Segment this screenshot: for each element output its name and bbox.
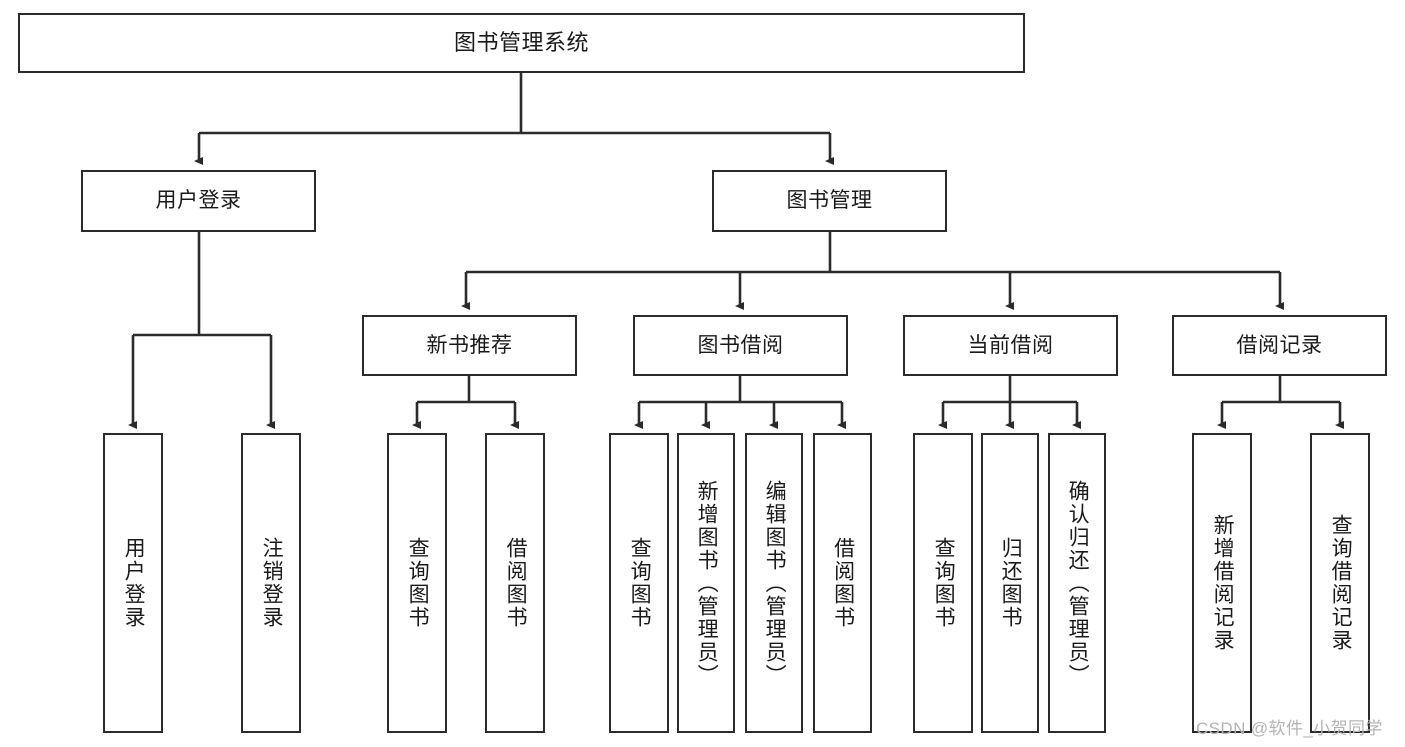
node-label: 新书推荐 bbox=[426, 333, 513, 357]
leaf-current-borrow-query[interactable]: 查询图书 bbox=[913, 433, 973, 733]
node-borrow-record[interactable]: 借阅记录 bbox=[1172, 315, 1387, 376]
node-label: 查询图书 bbox=[628, 537, 652, 629]
node-user-login[interactable]: 用户登录 bbox=[81, 170, 316, 232]
node-label: 确认归还（管理员） bbox=[1066, 479, 1090, 687]
node-label: 新增借阅记录 bbox=[1211, 514, 1235, 652]
node-label: 当前借阅 bbox=[967, 333, 1054, 357]
leaf-new-book-borrow[interactable]: 借阅图书 bbox=[485, 433, 545, 733]
leaf-borrow-record-query[interactable]: 查询借阅记录 bbox=[1310, 433, 1370, 733]
leaf-current-borrow-confirm-return[interactable]: 确认归还（管理员） bbox=[1048, 433, 1106, 733]
node-label: 归还图书 bbox=[999, 537, 1023, 629]
leaf-book-borrow-add[interactable]: 新增图书（管理员） bbox=[677, 433, 735, 733]
leaf-current-borrow-return[interactable]: 归还图书 bbox=[981, 433, 1039, 733]
node-label: 新增图书（管理员） bbox=[695, 479, 719, 687]
node-new-book-recommend[interactable]: 新书推荐 bbox=[362, 315, 577, 376]
node-label: 图书管理系统 bbox=[453, 29, 589, 55]
leaf-new-book-query[interactable]: 查询图书 bbox=[387, 433, 447, 733]
leaf-book-borrow-query[interactable]: 查询图书 bbox=[609, 433, 669, 733]
node-label: 查询借阅记录 bbox=[1329, 514, 1353, 652]
watermark-text: CSDN @软件_小贺同学 bbox=[1196, 719, 1383, 738]
node-label: 借阅图书 bbox=[504, 537, 528, 629]
node-label: 借阅图书 bbox=[831, 537, 855, 629]
node-label: 查询图书 bbox=[932, 537, 956, 629]
node-label: 图书借阅 bbox=[697, 333, 784, 357]
node-current-borrow[interactable]: 当前借阅 bbox=[903, 315, 1118, 376]
node-root-system[interactable]: 图书管理系统 bbox=[18, 13, 1025, 73]
leaf-user-login-logout[interactable]: 注销登录 bbox=[241, 433, 301, 733]
node-label: 查询图书 bbox=[406, 537, 430, 629]
node-label: 图书管理 bbox=[786, 189, 873, 213]
leaf-book-borrow-borrow[interactable]: 借阅图书 bbox=[813, 433, 872, 733]
leaf-user-login-login[interactable]: 用户登录 bbox=[103, 433, 163, 733]
node-label: 用户登录 bbox=[155, 189, 242, 213]
leaf-borrow-record-add[interactable]: 新增借阅记录 bbox=[1192, 433, 1252, 733]
leaf-book-borrow-edit[interactable]: 编辑图书（管理员） bbox=[745, 433, 803, 733]
node-label: 用户登录 bbox=[122, 537, 146, 629]
node-book-management[interactable]: 图书管理 bbox=[712, 170, 947, 232]
node-label: 注销登录 bbox=[260, 537, 284, 629]
node-label: 借阅记录 bbox=[1236, 333, 1323, 357]
node-label: 编辑图书（管理员） bbox=[763, 479, 787, 687]
node-book-borrow[interactable]: 图书借阅 bbox=[633, 315, 848, 376]
